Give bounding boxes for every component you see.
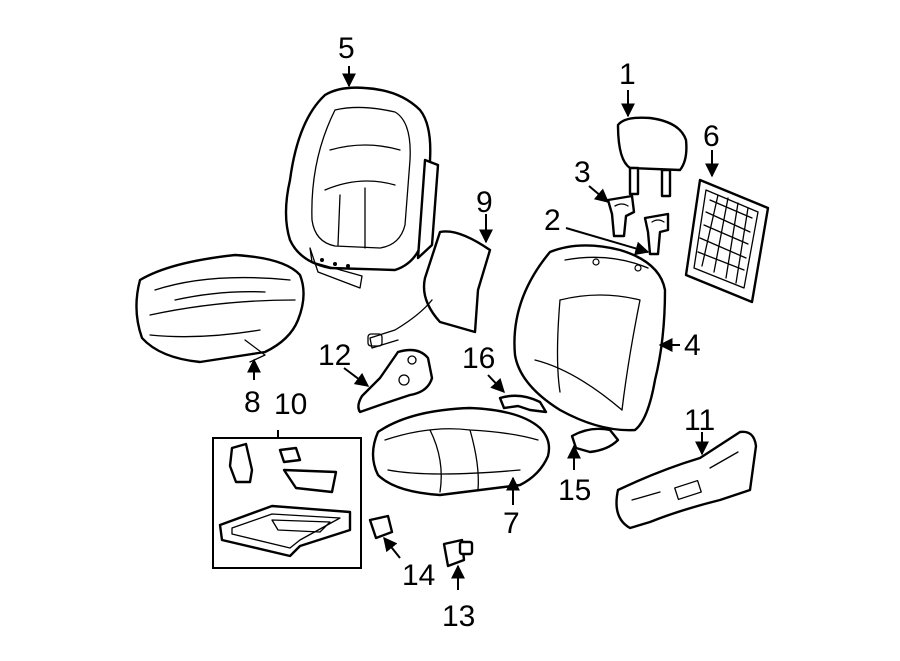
part-7-seat-cushion-cover <box>371 406 551 497</box>
callout-12: 12 <box>318 339 351 372</box>
callout-4: 4 <box>684 329 701 362</box>
callout-2: 2 <box>544 204 561 237</box>
callout-6: 6 <box>703 120 720 153</box>
leader-lines <box>247 66 719 590</box>
callout-1: 1 <box>619 58 636 91</box>
callout-7: 7 <box>503 507 520 540</box>
part-2-headrest-guide <box>643 212 670 256</box>
part-15-bracket <box>570 427 620 454</box>
part-14-clip <box>368 514 394 540</box>
callout-10: 10 <box>274 388 307 421</box>
callout-8: 8 <box>244 386 261 419</box>
part-9-back-panel <box>367 230 492 349</box>
part-16-trim-clip <box>498 394 548 414</box>
part-1-headrest <box>616 116 688 198</box>
part-6-back-grid-panel <box>684 178 770 304</box>
part-5-seat-back-cushion <box>284 86 440 289</box>
part-11-side-trim-cover <box>615 430 758 530</box>
callout-3: 3 <box>574 156 591 189</box>
part-8-seat-cushion <box>135 253 305 364</box>
callout-13: 13 <box>442 600 475 633</box>
callout-9: 9 <box>476 186 493 219</box>
callout-15: 15 <box>558 474 591 507</box>
callout-11: 11 <box>684 404 715 437</box>
part-4-seat-back-cover <box>513 244 667 432</box>
part-3-headrest-guide <box>606 194 636 238</box>
callout-5: 5 <box>338 32 355 65</box>
part-12-side-shield <box>357 348 434 414</box>
callout-14: 14 <box>402 559 435 592</box>
part-13-knob <box>442 538 474 568</box>
callout-16: 16 <box>462 342 495 375</box>
part-10-lumbar-kit-box <box>212 437 362 569</box>
